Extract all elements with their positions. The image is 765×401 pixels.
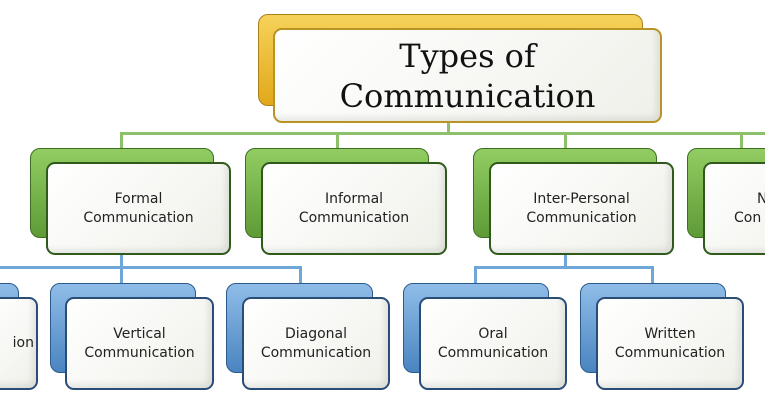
node-partial-right: N Con [703, 162, 765, 255]
node-label: Inter-Personal [533, 190, 630, 207]
node-label: Diagonal [284, 325, 348, 342]
connector [120, 266, 123, 284]
root-title-line: Types of [399, 36, 536, 75]
node-oral-communication: Oral Communication [419, 297, 567, 390]
connector [120, 132, 765, 135]
connector [0, 266, 302, 269]
node-inter-personal-communication: Inter-Personal Communication [489, 162, 674, 255]
node-label: Communication [614, 344, 726, 361]
node-written-communication: Written Communication [596, 297, 744, 390]
connector [474, 266, 654, 269]
node-label: Oral [478, 325, 508, 342]
connector [474, 266, 477, 284]
connector [120, 132, 123, 150]
node-label: Communication [437, 344, 549, 361]
node-vertical-communication: Vertical Communication [65, 297, 214, 390]
root-title-line: Communication [339, 76, 596, 115]
node-label: ion [12, 335, 34, 351]
connector [651, 266, 654, 284]
node-label: Con [734, 209, 762, 226]
connector [336, 132, 339, 150]
connector [564, 132, 567, 150]
node-informal-communication: Informal Communication [261, 162, 447, 255]
node-label: Formal [114, 190, 163, 207]
node-label: Vertical [113, 325, 166, 342]
connector [299, 266, 302, 284]
connector [740, 132, 743, 150]
connector [120, 252, 123, 268]
node-partial-left: ion [0, 297, 38, 390]
connector [447, 120, 450, 134]
node-label: Communication [84, 344, 195, 361]
node-label: Communication [298, 209, 410, 226]
node-label: Written [644, 325, 696, 342]
node-label: Communication [83, 209, 194, 226]
root-node: Types of Communication [273, 28, 662, 123]
node-label: Informal [324, 190, 384, 207]
node-diagonal-communication: Diagonal Communication [242, 297, 390, 390]
node-label: Communication [260, 344, 372, 361]
connector [564, 252, 567, 268]
node-label: Communication [526, 209, 637, 226]
node-formal-communication: Formal Communication [46, 162, 231, 255]
node-label: N [757, 190, 765, 207]
